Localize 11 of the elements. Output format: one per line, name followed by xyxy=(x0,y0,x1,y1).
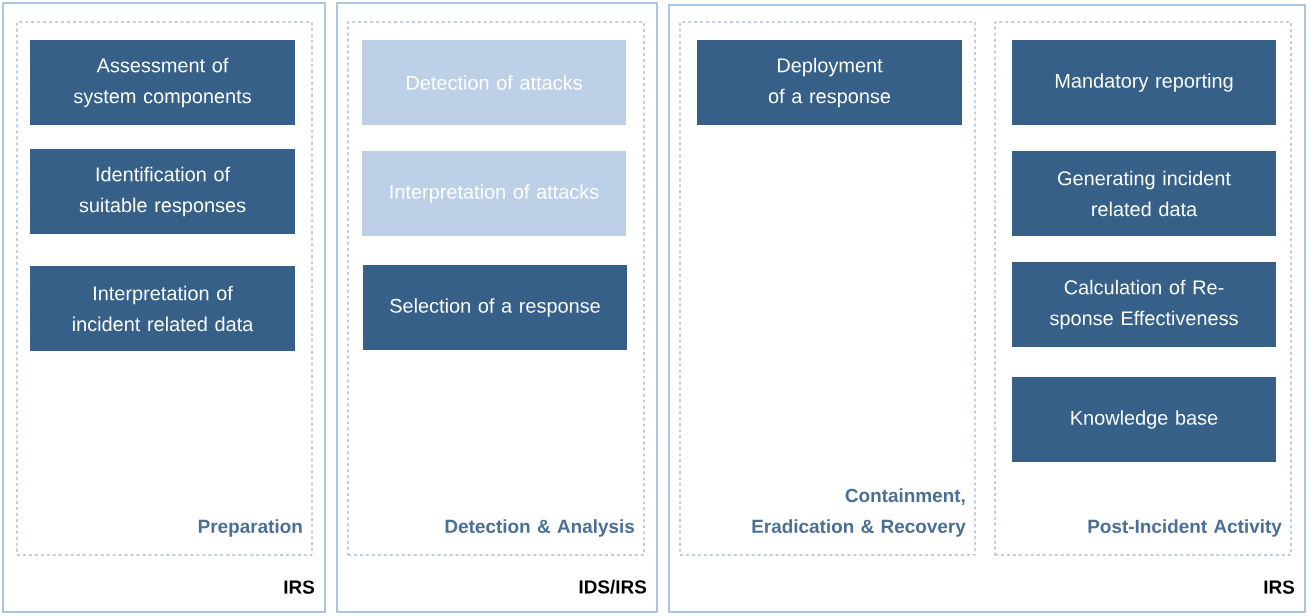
task-box: Selection of a response xyxy=(363,265,627,350)
task-box: Deployment of a response xyxy=(697,40,962,125)
task-box: Detection of attacks xyxy=(362,40,626,125)
task-box: Mandatory reporting xyxy=(1012,40,1276,125)
task-box: Interpretation of incident related data xyxy=(30,266,295,351)
task-box: Assessment of system components xyxy=(30,40,295,125)
task-box: Identification of suitable responses xyxy=(30,149,295,234)
task-box: Knowledge base xyxy=(1012,377,1276,462)
task-box: Calculation of Re-sponse Effectiveness xyxy=(1012,262,1276,347)
task-box: Generating incident related data xyxy=(1012,151,1276,236)
task-box: Interpretation of attacks xyxy=(362,151,626,236)
